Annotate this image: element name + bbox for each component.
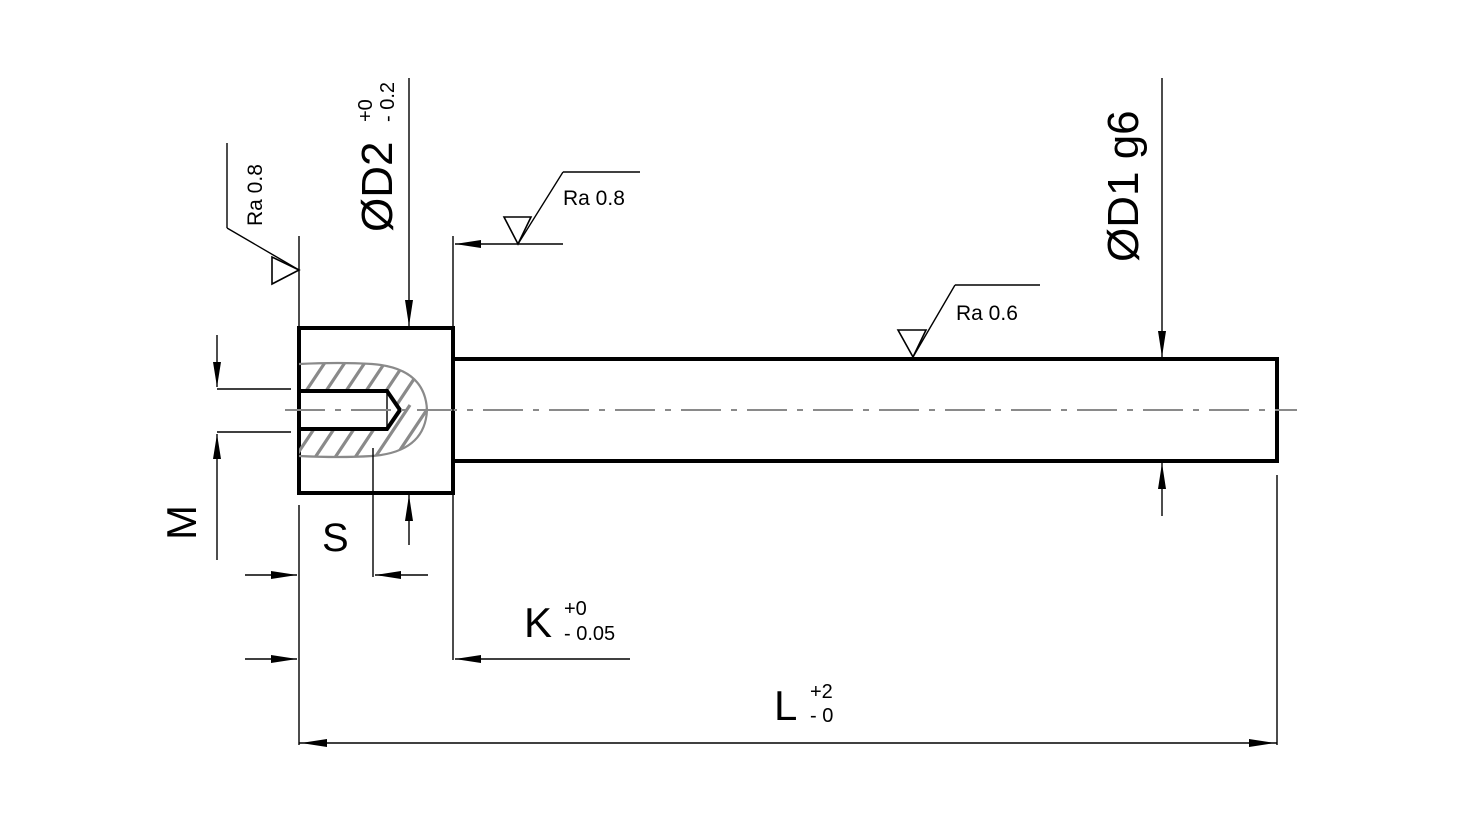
roughness-head-left: Ra 0.8 [226, 143, 301, 326]
d1-arrow-bottom [1158, 463, 1166, 489]
roughness-shank: Ra 0.6 [896, 284, 1040, 359]
d1-arrow-top [1158, 331, 1166, 357]
d2-tolerance-upper: +0 [355, 99, 377, 122]
k-arrow-right [455, 655, 481, 663]
roughness-head-left-label: Ra 0.8 [244, 164, 267, 226]
l-label: L [774, 682, 797, 729]
roughness-head-right-label: Ra 0.8 [563, 187, 625, 210]
k-tolerance-upper: +0 [564, 598, 587, 620]
d2-label: ØD2 [353, 142, 402, 232]
s-dimension: S [245, 448, 428, 579]
l-tolerance-lower: - 0 [810, 705, 833, 727]
d1-dimension: ØD1 g6 [1099, 78, 1166, 516]
s-arrow-right [375, 571, 401, 579]
roughness-head-right-symbol [502, 216, 533, 246]
d2-dimension: ØD2 +0 - 0.2 [353, 78, 413, 545]
k-label: K [524, 599, 552, 646]
k-tolerance-lower: - 0.05 [564, 623, 615, 645]
roughness-shank-symbol [896, 329, 928, 359]
roughness-head-left-symbol [271, 255, 301, 286]
l-tolerance-upper: +2 [810, 681, 833, 703]
s-label: S [322, 516, 349, 560]
m-arrow-bottom [213, 434, 221, 459]
roughness-head-right: Ra 0.8 [455, 171, 640, 248]
d2-arrow-bottom [405, 495, 413, 521]
roughness-shank-label: Ra 0.6 [956, 302, 1018, 325]
l-arrow-right [1249, 739, 1275, 747]
k-arrow-left [271, 655, 297, 663]
roughness-shank-leader [912, 284, 956, 358]
thread-bore-outline [299, 389, 403, 431]
roughness-head-right-arrow [455, 240, 481, 248]
roughness-head-right-leader [517, 171, 564, 245]
d1-label: ØD1 g6 [1099, 110, 1148, 262]
roughness-head-left-leader [226, 227, 300, 271]
l-dimension: L +2 - 0 [299, 475, 1278, 747]
m-label: M [158, 505, 205, 540]
d2-tolerance-lower: - 0.2 [377, 82, 399, 122]
m-arrow-top [213, 362, 221, 387]
m-dimension: M [158, 335, 291, 560]
d2-arrow-top [405, 300, 413, 326]
l-arrow-left [301, 739, 327, 747]
k-dimension: K +0 - 0.05 [245, 236, 630, 745]
s-arrow-left [271, 571, 297, 579]
